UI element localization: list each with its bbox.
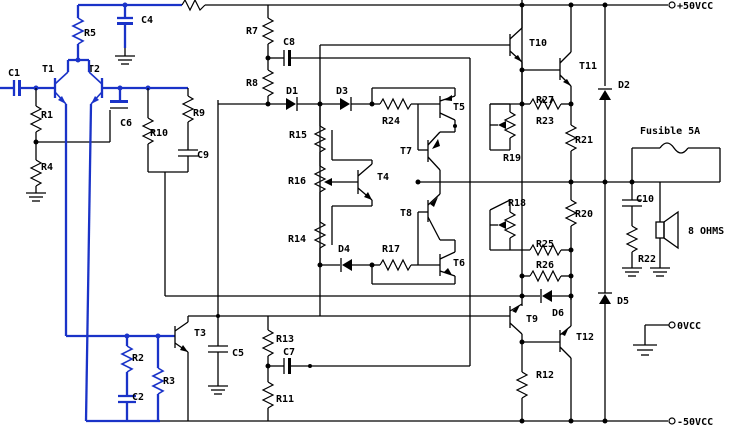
- label-d3: D3: [336, 86, 348, 97]
- label-c10: C10: [636, 194, 654, 205]
- label-t2: T2: [88, 64, 100, 75]
- label-t7: T7: [400, 146, 412, 157]
- label-r10: R10: [150, 128, 168, 139]
- output-lower: R20 R25 R26 D6 T9: [320, 0, 629, 424]
- vbe-multiplier: R15 R16 R14 T4: [288, 104, 389, 268]
- label-c2: C2: [132, 392, 144, 403]
- label-r17: R17: [382, 244, 400, 255]
- label-c7: C7: [283, 347, 295, 358]
- output-node: R19 R18: [319, 44, 720, 366]
- label-zero-rail: 0VCC: [677, 321, 701, 332]
- output-load: C10 R22 Fusible 5A 8 OHMS: [622, 125, 724, 277]
- label-r21: R21: [575, 135, 593, 146]
- label-r4: R4: [41, 162, 53, 173]
- label-r1: R1: [41, 110, 53, 121]
- label-t1: T1: [42, 64, 54, 75]
- negative-rail: -50VCC: [160, 417, 713, 428]
- label-r19: R19: [503, 153, 521, 164]
- label-c1: C1: [8, 68, 20, 79]
- label-r9: R9: [193, 108, 205, 119]
- driver-lower: D4 R17 T6 T8: [338, 182, 465, 285]
- label-r26: R26: [536, 260, 554, 271]
- bias-supply: R7 R8 C8 D1: [218, 5, 470, 111]
- label-c8: C8: [283, 37, 295, 48]
- label-c5: C5: [232, 348, 244, 359]
- label-pos-rail: +50VCC: [677, 1, 713, 12]
- label-r23: R23: [536, 116, 554, 127]
- label-t10: T10: [529, 38, 547, 49]
- label-r7: R7: [246, 26, 258, 37]
- label-t9: T9: [526, 314, 538, 325]
- feedback-network: R13 C7 R11: [261, 316, 470, 421]
- label-t5: T5: [453, 102, 465, 113]
- input-stage: C1 R1 R4 T1 T2 R5: [0, 0, 209, 423]
- label-r2: R2: [132, 353, 144, 364]
- zero-rail: 0VCC: [633, 321, 701, 356]
- label-r20: R20: [575, 209, 593, 220]
- label-r3: R3: [163, 376, 175, 387]
- label-r22: R22: [638, 254, 656, 265]
- label-r24: R24: [382, 116, 400, 127]
- label-d5: D5: [617, 296, 629, 307]
- label-r27: R27: [536, 95, 554, 106]
- label-r15: R15: [289, 130, 307, 141]
- label-d1: D1: [286, 86, 298, 97]
- vas-stage: R2 C2 R3 T3 C5: [118, 100, 525, 421]
- label-r16: R16: [288, 176, 306, 187]
- driver-upper: D3 R24 T5 T7: [336, 86, 465, 182]
- label-r13: R13: [276, 334, 294, 345]
- label-r14: R14: [288, 234, 306, 245]
- fuse-label: Fusible 5A: [640, 125, 700, 137]
- label-c9: C9: [197, 150, 209, 161]
- label-r18: R18: [508, 198, 526, 209]
- label-c6: C6: [120, 118, 132, 129]
- label-neg-rail: -50VCC: [677, 417, 713, 428]
- label-d2: D2: [618, 80, 630, 91]
- label-r12: R12: [536, 370, 554, 381]
- label-r25: R25: [536, 239, 554, 250]
- label-t8: T8: [400, 208, 412, 219]
- label-t6: T6: [453, 258, 465, 269]
- output-upper: T10 T11 R27 R23 R21 D2: [490, 2, 630, 182]
- positive-rail: +50VCC: [205, 1, 713, 12]
- label-t12: T12: [576, 332, 594, 343]
- label-d6: D6: [552, 308, 564, 319]
- label-t3: T3: [194, 328, 206, 339]
- label-r11: R11: [276, 394, 294, 405]
- label-d4: D4: [338, 244, 350, 255]
- label-r8: R8: [246, 78, 258, 89]
- label-r5: R5: [84, 28, 96, 39]
- label-t4: T4: [377, 172, 389, 183]
- label-t11: T11: [579, 61, 597, 72]
- speaker-label: 8 OHMS: [688, 226, 724, 237]
- label-c4: C4: [141, 15, 153, 26]
